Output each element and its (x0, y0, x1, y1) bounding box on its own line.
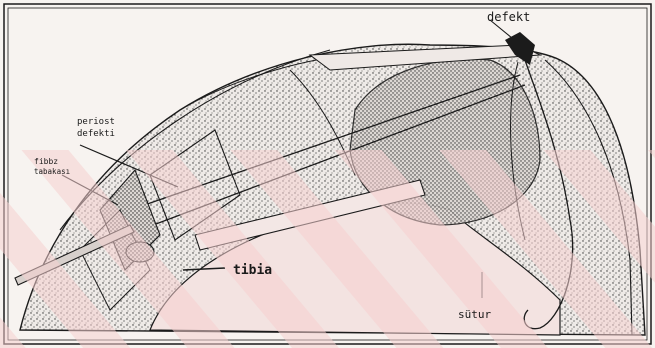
label-periost-2: defekti (77, 129, 115, 139)
label-periost-1: periost (77, 117, 115, 127)
label-fibula-2: tabakası (34, 167, 70, 176)
label-fibula-1: fibbz (34, 157, 58, 166)
label-tibia: tibia (233, 263, 272, 278)
label-defekt: defekt (487, 10, 530, 24)
label-sutur: sütur (458, 308, 491, 321)
watermark-stripes (0, 150, 655, 348)
